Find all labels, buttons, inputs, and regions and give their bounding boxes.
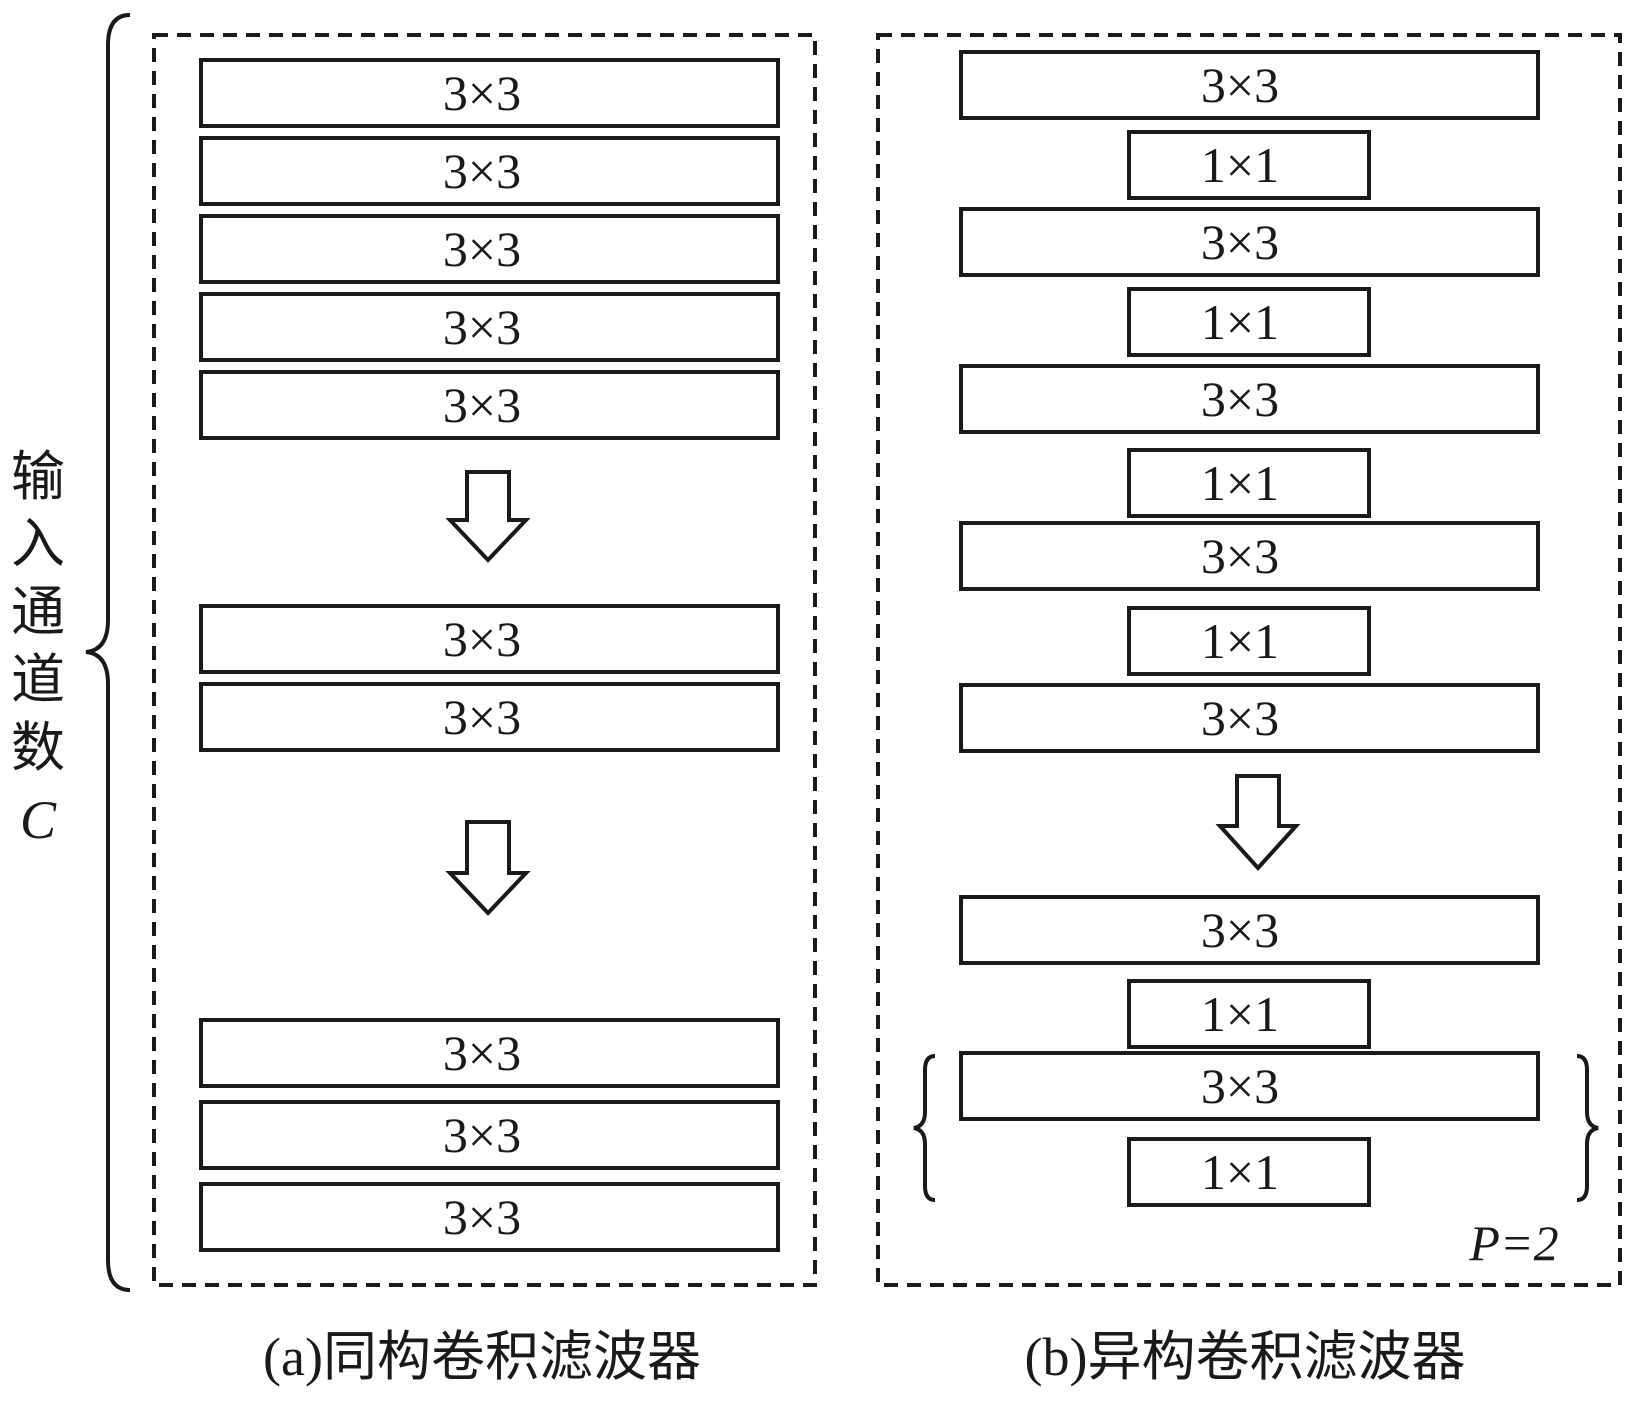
panel-a-caption: (a)同构卷积滤波器: [263, 1327, 701, 1387]
panel-b-group-2: 3×3 1×1 3×3 1×1: [959, 895, 1540, 1207]
kernel-box: [199, 1100, 780, 1170]
kernel-label: 3×3: [1201, 371, 1279, 427]
panel-a-group-3: 3×3 3×3 3×3: [199, 1018, 780, 1252]
kernel-box-small: [1127, 979, 1371, 1049]
group-brace-left: [913, 1054, 936, 1202]
side-label-char: 输: [11, 445, 65, 508]
kernel-label: 1×1: [1201, 137, 1279, 193]
side-label: 输 入 通 道 数 C: [11, 445, 65, 850]
kernel-label: 3×3: [443, 65, 521, 121]
kernel-label: 3×3: [1201, 528, 1279, 584]
kernel-label: 1×1: [1201, 613, 1279, 669]
kernel-box-small: [1127, 287, 1371, 357]
kernel-label: 3×3: [443, 377, 521, 433]
channel-brace: [85, 13, 131, 1292]
kernel-label: 3×3: [443, 299, 521, 355]
kernel-box: [199, 292, 780, 362]
panel-a-frame: [152, 33, 817, 1287]
kernel-box: [959, 521, 1540, 591]
kernel-box: [199, 370, 780, 440]
kernel-box-small: [1127, 130, 1371, 200]
kernel-box: [959, 207, 1540, 277]
kernel-label: 1×1: [1201, 986, 1279, 1042]
kernel-label: 1×1: [1201, 294, 1279, 350]
repeat-count-label: P=2: [1468, 1215, 1558, 1271]
side-label-char: 数: [11, 716, 65, 779]
side-label-char: 入: [11, 512, 65, 575]
kernel-box: [199, 1018, 780, 1088]
kernel-label: 3×3: [1201, 57, 1279, 113]
kernel-label: 1×1: [1201, 1144, 1279, 1200]
kernel-box-small: [1127, 1137, 1371, 1207]
kernel-box: [199, 604, 780, 674]
kernel-label: 3×3: [443, 1189, 521, 1245]
kernel-label: 3×3: [443, 611, 521, 667]
kernel-label: 1×1: [1201, 455, 1279, 511]
kernel-box: [959, 1051, 1540, 1121]
kernel-box-small: [1127, 448, 1371, 518]
kernel-box: [959, 364, 1540, 434]
kernel-box: [199, 682, 780, 752]
kernel-box: [199, 136, 780, 206]
kernel-box: [959, 683, 1540, 753]
kernel-box: [199, 214, 780, 284]
kernel-label: 3×3: [443, 689, 521, 745]
group-brace-right: [1576, 1054, 1599, 1202]
down-arrow: [445, 820, 531, 916]
panel-a-group-2: 3×3 3×3: [199, 604, 780, 752]
kernel-box-small: [1127, 606, 1371, 676]
kernel-label: 3×3: [1201, 690, 1279, 746]
panel-b-group-1: 3×3 1×1 3×3 1×1 3×3 1×1 3×3 1×1 3×3: [959, 50, 1540, 753]
panel-b-caption: (b)异构卷积滤波器: [1025, 1327, 1466, 1387]
kernel-box: [959, 50, 1540, 120]
kernel-box: [959, 895, 1540, 965]
kernel-label: 3×3: [443, 1107, 521, 1163]
kernel-box: [199, 58, 780, 128]
panel-a-group-1: 3×3 3×3 3×3 3×3 3×3: [199, 58, 780, 440]
kernel-label: 3×3: [1201, 1058, 1279, 1114]
panel-b-frame: [876, 33, 1622, 1287]
side-label-char: 道: [11, 648, 65, 711]
kernel-label: 3×3: [443, 221, 521, 277]
side-label-symbol: C: [20, 790, 57, 850]
kernel-label: 3×3: [1201, 902, 1279, 958]
kernel-box: [199, 1182, 780, 1252]
kernel-label: 3×3: [1201, 214, 1279, 270]
down-arrow: [445, 470, 531, 563]
kernel-label: 3×3: [443, 143, 521, 199]
down-arrow: [1215, 774, 1301, 871]
side-label-char: 通: [11, 580, 65, 643]
kernel-label: 3×3: [443, 1025, 521, 1081]
